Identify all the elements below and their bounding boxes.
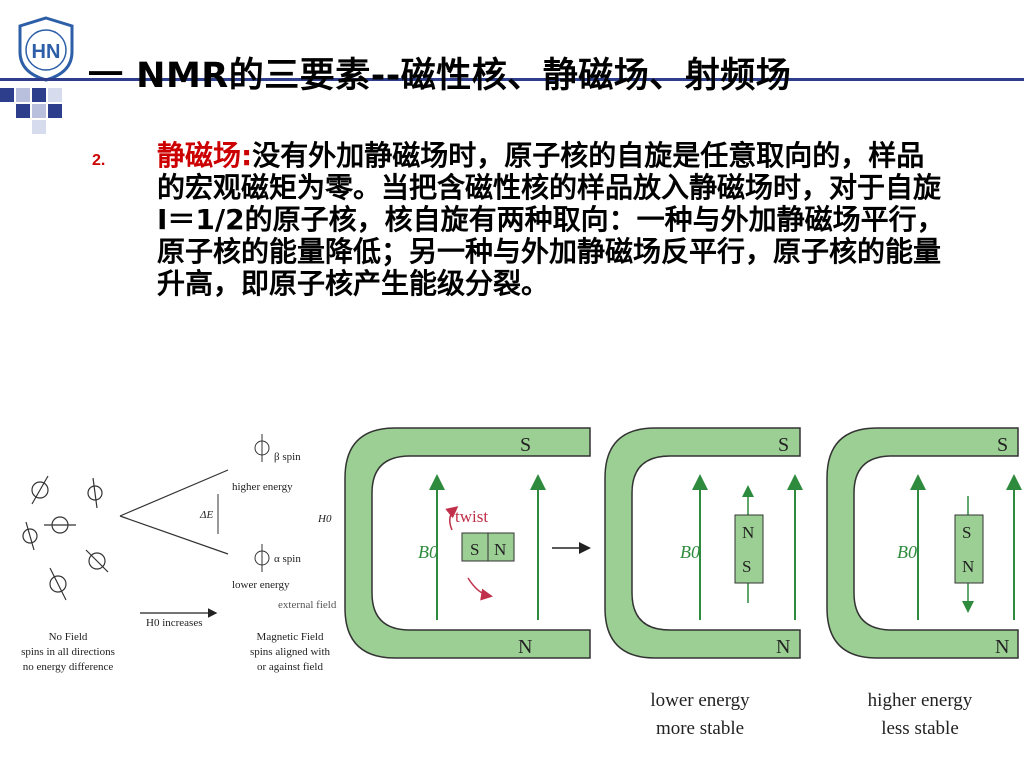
caption-unstable-1: higher energy [868, 690, 973, 711]
university-logo-icon: HN [18, 16, 74, 82]
field-lines-lower [119, 515, 229, 555]
field-lines-upper [119, 469, 229, 517]
body-text: 没有外加静磁场时，原子核的自旋是任意取向的，样品的宏观磁矩为零。当把含磁性核的样… [157, 139, 945, 300]
decorative-squares [0, 88, 62, 134]
alpha-spin-label: α spin [274, 553, 301, 565]
h0-increases-label: H0 increases [146, 617, 203, 629]
beta-spin-label: β spin [274, 451, 301, 463]
magnet-1-b0: B0 [418, 542, 438, 562]
magnet-3-b0: B0 [897, 542, 917, 562]
caption-unstable-2: less stable [881, 718, 959, 739]
bullet-number: 2. [92, 152, 106, 169]
field-caption-3: or against field [257, 661, 323, 673]
bar-opposed-s: S [962, 523, 971, 542]
magnet-2-b0: B0 [680, 542, 700, 562]
magnet-3-pole-s: S [997, 434, 1008, 456]
magnet-1-pole-s: S [520, 434, 531, 456]
field-caption-2: spins aligned with [250, 646, 331, 658]
slide-body: 静磁场:没有外加静磁场时，原子核的自旋是任意取向的，样品的宏观磁矩为零。当把含磁… [157, 140, 947, 300]
delta-e-label: ΔE [199, 509, 213, 521]
external-field-label: external field [278, 599, 337, 611]
twist-label: twist [455, 507, 488, 526]
logo-letters: HN [32, 41, 61, 63]
higher-energy-label: higher energy [232, 481, 293, 493]
bar-n-label: N [494, 540, 506, 559]
no-field-caption-2: spins in all directions [21, 646, 115, 658]
bar-aligned-s: S [742, 557, 751, 576]
keyword: 静磁场: [157, 139, 253, 172]
slide-title: 一 NMR的三要素--磁性核、静磁场、射频场 [88, 56, 792, 96]
bar-magnet-aligned [734, 514, 764, 584]
caption-stable-2: more stable [656, 718, 744, 739]
no-field-caption-3: no energy difference [23, 661, 114, 673]
caption-stable-1: lower energy [650, 690, 750, 711]
random-spins-group [22, 475, 109, 601]
magnet-1-pole-n: N [518, 636, 532, 658]
magnet-2-pole-n: N [776, 636, 790, 658]
title-divider [0, 78, 1024, 81]
magnet-3: S N B0 S N higher energy less stable [826, 427, 1022, 739]
bar-magnet-opposed [954, 514, 984, 584]
magnet-2-pole-s: S [778, 434, 789, 456]
h0-label: H0 [317, 513, 332, 525]
bar-aligned-n: N [742, 523, 754, 542]
magnet-2: S N B0 N S lower energy more stable [604, 427, 803, 739]
field-caption-1: Magnetic Field [257, 631, 324, 643]
nmr-figure: ΔE β spin higher energy H0 α spin lower … [21, 427, 1022, 739]
magnet-3-pole-n: N [995, 636, 1009, 658]
bar-s-label: S [470, 540, 479, 559]
lower-energy-label: lower energy [232, 579, 290, 591]
no-field-caption-1: No Field [49, 631, 88, 643]
bar-opposed-n: N [962, 557, 974, 576]
magnet-1: S N B0 S N twist [344, 427, 591, 659]
